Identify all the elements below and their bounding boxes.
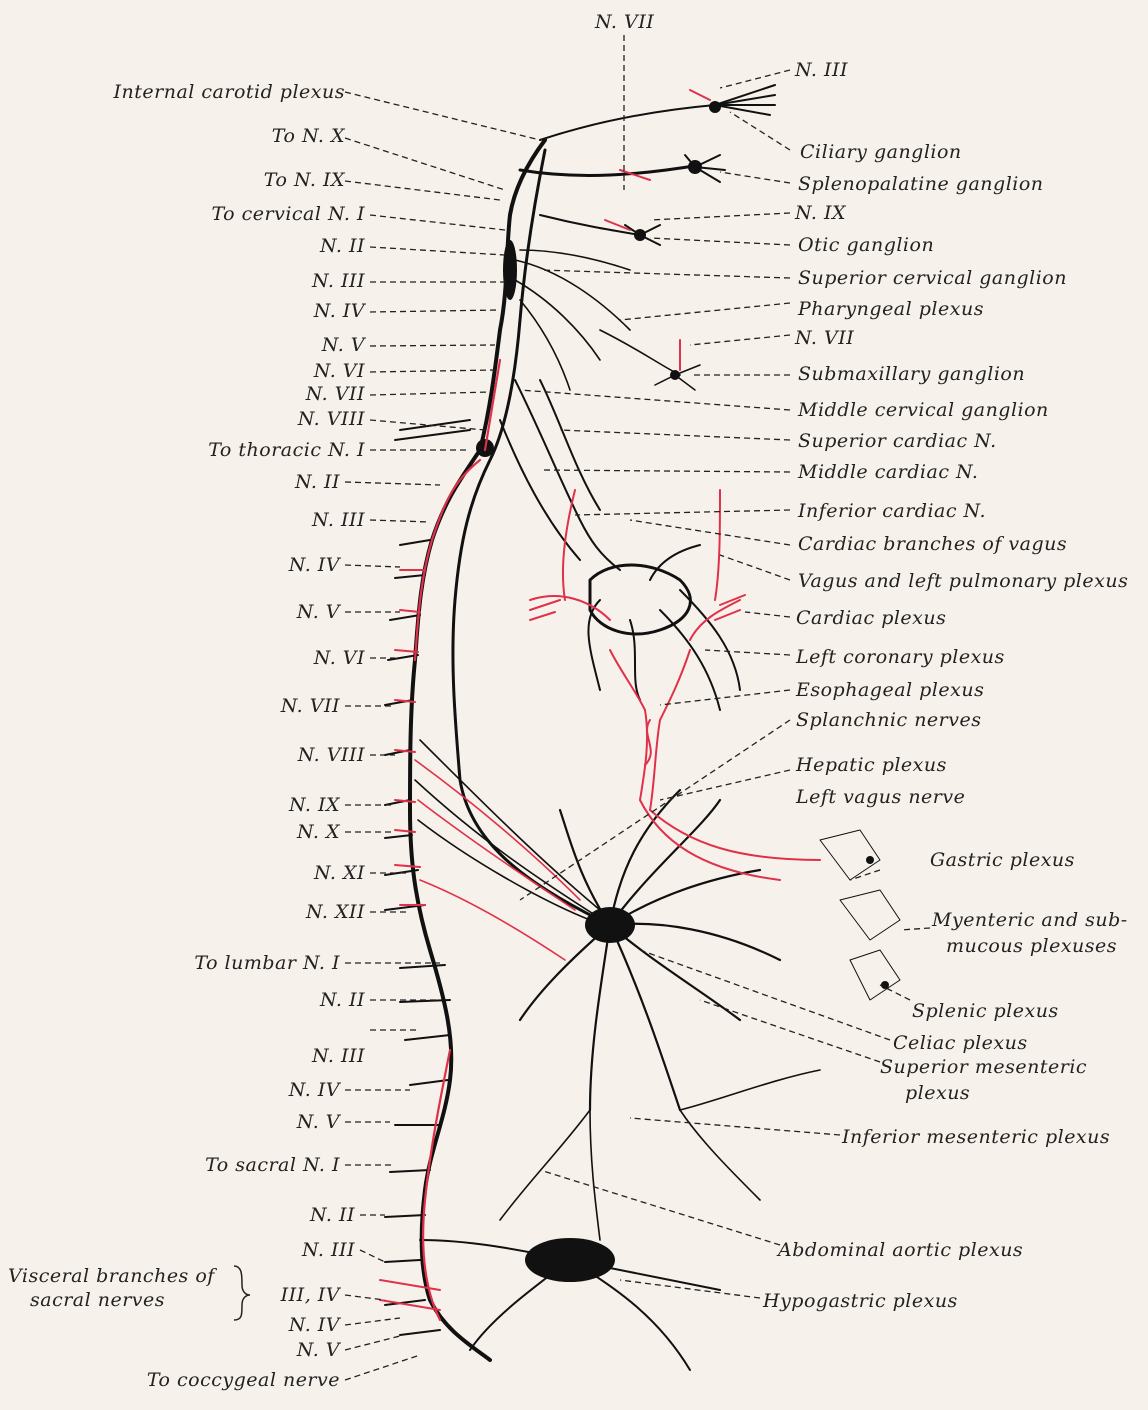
left-label-thoracic-8: N. VIII [297, 744, 365, 766]
labels: N. VII Internal carotid plexus To N. X T… [8, 11, 1128, 1391]
right-label-abdominal-aortic-plexus: Abdominal aortic plexus [776, 1239, 1023, 1261]
left-label-sacral-5: N. V [296, 1339, 342, 1361]
right-label-esophageal-plexus: Esophageal plexus [795, 679, 984, 701]
right-label-submaxillary-ganglion: Submaxillary ganglion [798, 363, 1025, 385]
right-label-vagus-left-pulmonary: Vagus and left pulmonary plexus [798, 570, 1128, 592]
right-label-cardiac-plexus: Cardiac plexus [796, 607, 946, 629]
left-label-lumbar-2: N. II [319, 989, 365, 1011]
left-label-thoracic-6: N. VI [313, 647, 365, 669]
left-label-to-thoracic-1: To thoracic N. I [208, 439, 365, 461]
right-label-left-vagus-nerve: Left vagus nerve [795, 786, 965, 808]
left-label-sacral-3-4: III, IV [280, 1284, 342, 1306]
left-label-thoracic-3: N. III [311, 509, 365, 531]
right-label-inferior-mesenteric-plexus: Inferior mesenteric plexus [841, 1126, 1110, 1148]
left-label-thoracic-9: N. IX [288, 794, 341, 816]
left-label-lumbar-5: N. V [296, 1111, 342, 1133]
right-label-ciliary-ganglion: Ciliary ganglion [800, 141, 962, 163]
right-label-splenic-plexus: Splenic plexus [912, 1000, 1059, 1022]
left-label-lumbar-3: N. III [311, 1045, 365, 1067]
right-label-n-vii: N. VII [794, 327, 854, 349]
visceral-brace [234, 1266, 250, 1320]
left-label-thoracic-2: N. II [294, 471, 340, 493]
right-label-n-ix: N. IX [794, 202, 847, 224]
left-label-thoracic-4: N. IV [288, 554, 342, 576]
right-label-superior-cardiac-n: Superior cardiac N. [798, 430, 997, 452]
left-label-cervical-6: N. VI [313, 360, 365, 382]
left-label-thoracic-10: N. X [296, 821, 341, 843]
parasympathetic-fibers [380, 90, 820, 1320]
right-label-inferior-cardiac-n: Inferior cardiac N. [797, 500, 986, 522]
left-label-lumbar-4: N. IV [288, 1079, 342, 1101]
right-label-gastric-plexus: Gastric plexus [930, 849, 1075, 871]
left-label-to-lumbar-1: To lumbar N. I [194, 952, 340, 974]
right-label-middle-cervical-ganglion: Middle cervical ganglion [797, 399, 1049, 421]
left-label-thoracic-11: N. XI [313, 862, 365, 884]
left-label-sacral-3: N. III [301, 1239, 355, 1261]
right-label-cardiac-branches-vagus: Cardiac branches of vagus [798, 533, 1067, 555]
right-label-myenteric-line2: mucous plexuses [946, 935, 1117, 957]
right-label-superior-cervical-ganglion: Superior cervical ganglion [798, 267, 1067, 289]
left-label-to-sacral-1: To sacral N. I [205, 1154, 340, 1176]
left-label-cervical-2: N. II [319, 235, 365, 257]
left-label-sacral-4: N. IV [288, 1314, 342, 1336]
left-label-sacral-2: N. II [309, 1204, 355, 1226]
right-label-hepatic-plexus: Hepatic plexus [795, 754, 947, 776]
right-label-celiac-plexus: Celiac plexus [893, 1032, 1028, 1054]
left-label-cervical-7: N. VII [305, 383, 365, 405]
left-label-thoracic-12: N. XII [305, 901, 365, 923]
right-label-pharyngeal-plexus: Pharyngeal plexus [797, 298, 984, 320]
left-label-cervical-5: N. V [321, 334, 367, 356]
left-label-to-cervical-1: To cervical N. I [211, 203, 365, 225]
right-label-middle-cardiac-n: Middle cardiac N. [797, 461, 978, 483]
right-label-superior-mesenteric-line1: Superior mesenteric [880, 1056, 1087, 1078]
left-label-to-coccygeal: To coccygeal nerve [147, 1369, 340, 1391]
visceral-label-line1: Visceral branches of [8, 1265, 217, 1287]
right-label-splanchnic-nerves: Splanchnic nerves [796, 709, 981, 731]
right-label-otic-ganglion: Otic ganglion [798, 234, 934, 256]
right-label-n-iii: N. III [794, 59, 848, 81]
left-label-internal-carotid: Internal carotid plexus [113, 81, 345, 103]
left-label-thoracic-5: N. V [296, 601, 342, 623]
left-label-cervical-4: N. IV [313, 300, 367, 322]
right-label-left-coronary-plexus: Left coronary plexus [795, 646, 1005, 668]
top-label: N. VII [594, 11, 654, 33]
left-label-thoracic-7: N. VII [280, 695, 340, 717]
visceral-label-line2: sacral nerves [30, 1289, 165, 1311]
right-label-superior-mesenteric-line2: plexus [905, 1082, 970, 1104]
right-label-hypogastric-plexus: Hypogastric plexus [762, 1290, 958, 1312]
left-label-to-n-ix: To N. IX [264, 169, 346, 191]
left-label-cervical-3: N. III [311, 270, 365, 292]
left-label-cervical-8: N. VIII [297, 408, 365, 430]
left-label-to-n-x: To N. X [272, 125, 346, 147]
right-label-myenteric-line1: Myenteric and sub- [931, 909, 1128, 931]
right-label-splenopalatine-ganglion: Splenopalatine ganglion [798, 173, 1044, 195]
